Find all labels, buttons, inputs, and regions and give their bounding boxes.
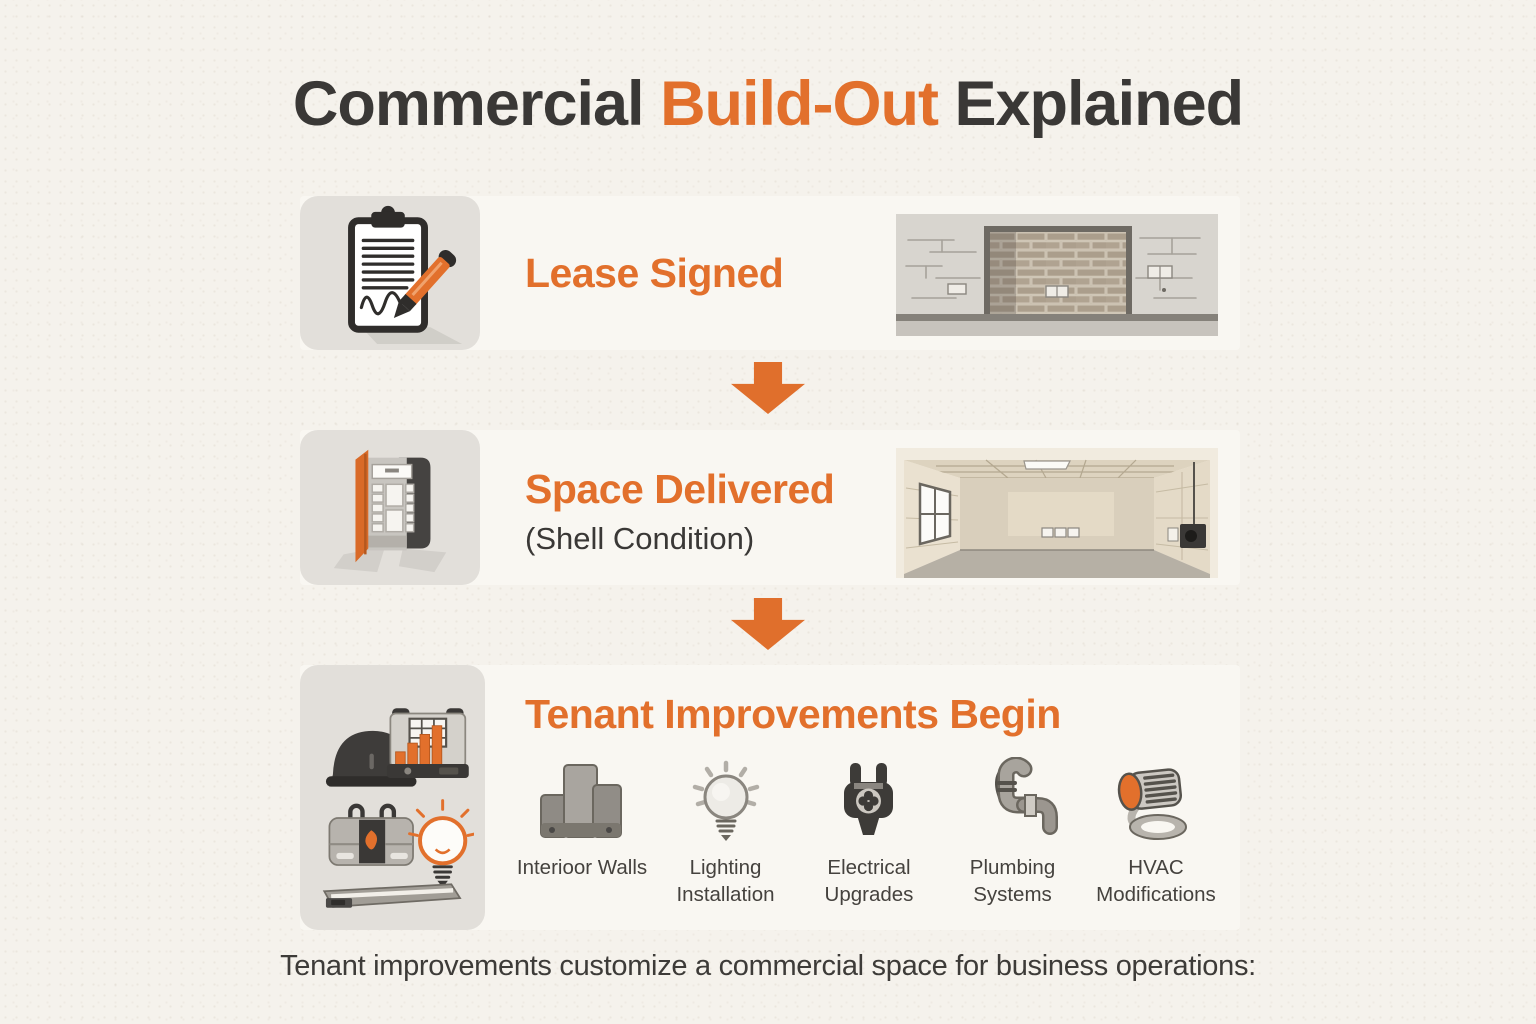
item-label: HVAC Modifications	[1096, 856, 1216, 906]
empty-room-photo	[896, 448, 1218, 578]
title-part-2: Build-Out	[660, 69, 939, 139]
stage-label: Tenant Improvements Begin	[525, 691, 1061, 737]
stage-icon-tile	[300, 196, 480, 350]
clipboard-pen-icon	[348, 205, 463, 345]
stage-row-tenant-improvements: Tenant Improvements Begin Interioor Wall…	[300, 665, 1240, 930]
item-label: Lighting Installation	[676, 856, 775, 906]
item-interior-walls: Interioor Walls	[512, 757, 652, 922]
down-arrow-icon	[731, 362, 805, 414]
stage-row-lease-signed: Lease Signed	[300, 196, 1240, 350]
item-label: Plumbing Systems	[969, 856, 1056, 906]
page-title: Commercial Build-Out Explained	[0, 68, 1536, 140]
masonry-wall-photo	[896, 214, 1218, 336]
storefront-facade-icon	[333, 449, 447, 572]
item-lighting: Lighting Installation	[656, 757, 796, 922]
item-hvac: HVAC Modifications	[1086, 757, 1226, 922]
hvac-duct-icon	[1117, 768, 1187, 840]
down-arrow-icon	[731, 598, 805, 650]
stage-icon-tile	[300, 430, 480, 585]
item-label: Interioor Walls	[516, 856, 648, 879]
stage-icon-tile	[300, 665, 485, 930]
interior-walls-icon	[540, 764, 622, 838]
pipes-icon	[994, 757, 1058, 835]
power-plug-icon	[844, 763, 893, 835]
footer-caption: Tenant improvements customize a commerci…	[280, 950, 1256, 982]
title-part-1: Commercial	[292, 69, 645, 139]
stage-label: Lease Signed	[525, 249, 784, 296]
stage-sublabel: (Shell Condition)	[525, 521, 755, 556]
improvement-items: Interioor Walls	[512, 757, 1226, 922]
item-label: Electrical Upgrades	[824, 856, 914, 906]
stage-row-space-delivered: Space Delivered (Shell Condition)	[300, 430, 1240, 585]
construction-tools-icon	[322, 707, 474, 908]
item-plumbing: Plumbing Systems	[943, 757, 1083, 922]
light-bulb-icon	[692, 760, 759, 841]
title-part-3: Explained	[954, 69, 1245, 139]
stage-label: Space Delivered	[525, 466, 835, 512]
item-electrical: Electrical Upgrades	[799, 757, 939, 922]
